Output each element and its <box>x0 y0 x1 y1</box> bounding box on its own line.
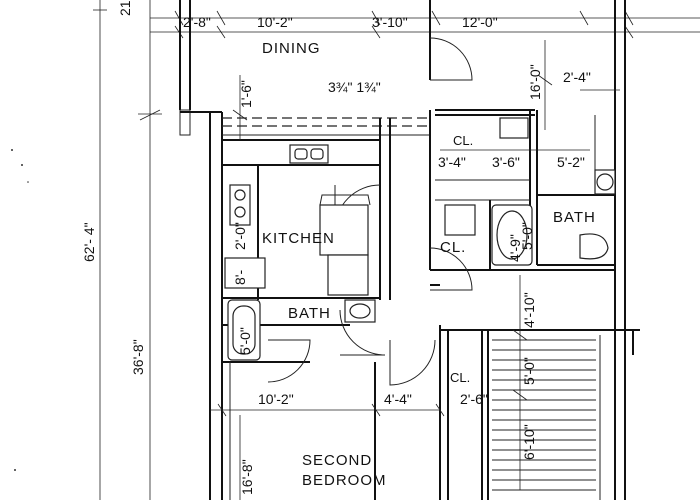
overall-dim-36-8: 36'-8" <box>130 339 146 375</box>
dim-16-8: 16'-8" <box>239 459 255 495</box>
room-dining-label: DINING <box>262 40 321 57</box>
overall-dim-62-4: 62'- 4" <box>81 222 97 262</box>
dim-2-6: 2'-6" <box>460 391 488 407</box>
dim-12-0: 12'-0" <box>462 14 498 30</box>
dim-5-2: 5'-2" <box>557 154 585 170</box>
bath-fixtures <box>227 299 376 361</box>
dim-3-6: 3'-6" <box>492 154 520 170</box>
dim-3-4: 3'-4" <box>438 154 466 170</box>
dim-1-6: 1'-6" <box>238 80 254 108</box>
stairs <box>492 339 596 491</box>
room-second-bedroom-line1: SECOND <box>302 452 372 469</box>
dim-10-2-top: 10'-2" <box>257 14 293 30</box>
dim-5-0-cl: 5'-0" <box>519 222 535 250</box>
dim-10-2-bedroom: 10'-2" <box>258 391 294 407</box>
kitchen-fixtures <box>224 144 371 296</box>
room-kitchen-label: KITCHEN <box>262 230 335 247</box>
walls <box>179 0 640 500</box>
dim-3-3-4: 3¾" 1¾" <box>328 79 381 95</box>
dim-2-4: 2'-4" <box>563 69 591 85</box>
dim-5-0-tub: 5'-0" <box>237 327 253 355</box>
interior-dimension-lines <box>210 40 620 500</box>
dim-8: 8'- <box>232 270 248 285</box>
right-bath-fixtures <box>444 117 616 266</box>
room-second-bedroom-line2: BEDROOM <box>302 472 387 489</box>
dim-4-9: 4'-9" <box>507 234 523 262</box>
closet-upper-label: CL. <box>453 133 473 148</box>
dim-4-10: 4'-10" <box>521 292 537 328</box>
top-partial-dim: 21 <box>117 0 133 16</box>
dim-2-8: 2'-8" <box>183 14 211 30</box>
dim-4-4: 4'-4" <box>384 391 412 407</box>
closet-label: CL. <box>440 239 466 256</box>
left-dimension-lines <box>93 0 162 500</box>
dim-16-0: 16'-0" <box>527 64 543 100</box>
dim-5-0-hall: 5'-0" <box>521 357 537 385</box>
labels: 21 2'-8" 10'-2" 3'-10" 12'-0" DINING 1'-… <box>81 0 596 495</box>
dim-2-0: 2'-0" <box>232 222 248 250</box>
dim-3-10: 3'-10" <box>372 14 408 30</box>
room-bath-center-label: BATH <box>288 305 331 322</box>
scan-specks <box>11 149 29 471</box>
door-swings <box>267 37 473 386</box>
room-bath-right-label: BATH <box>553 209 596 226</box>
top-dimension-line <box>150 10 700 39</box>
closet-lower-label: CL. <box>450 370 470 385</box>
dim-6-10: 6'-10" <box>521 424 537 460</box>
